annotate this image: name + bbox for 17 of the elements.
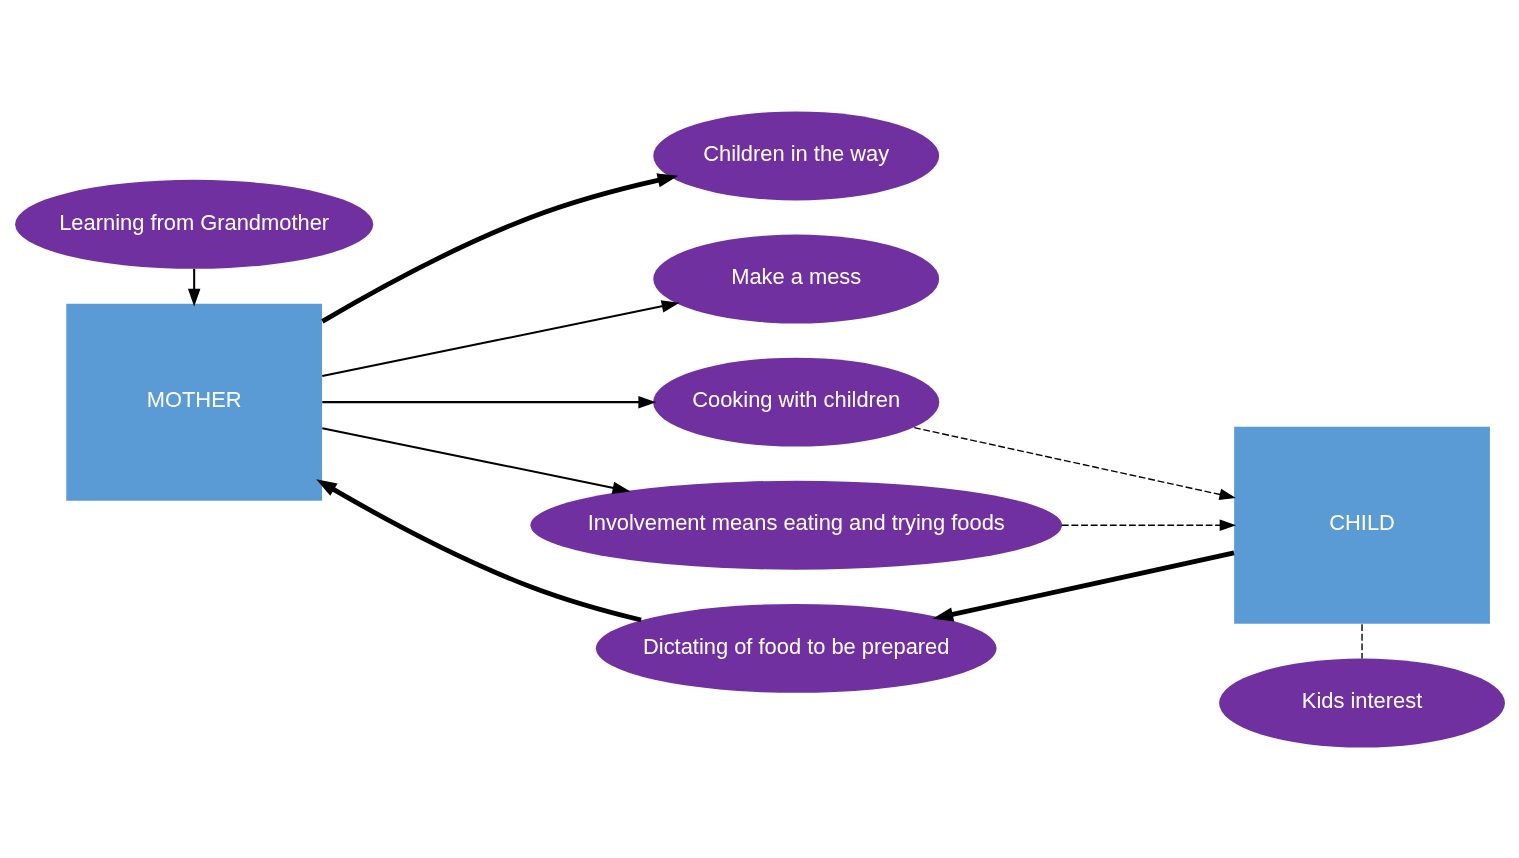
arrow [932, 550, 1234, 621]
connector [1360, 623, 1363, 659]
node-ellipse: Kids interest [1218, 658, 1505, 748]
node-ellipse: Cooking with children [652, 357, 939, 447]
arrow [1060, 519, 1236, 531]
arrow [913, 426, 1236, 500]
arrow [187, 268, 200, 307]
node-box: CHILD [1233, 426, 1490, 624]
arrow [320, 172, 678, 323]
node-box: MOTHER [65, 303, 322, 501]
arrow [321, 299, 679, 377]
node-ellipse: Make a mess [652, 234, 939, 323]
arrow [321, 426, 630, 494]
node-ellipse: Learning from Grandmother [14, 179, 373, 269]
node-ellipse: Children in the way [652, 110, 939, 200]
arrow [315, 478, 642, 622]
arrow [321, 395, 656, 408]
